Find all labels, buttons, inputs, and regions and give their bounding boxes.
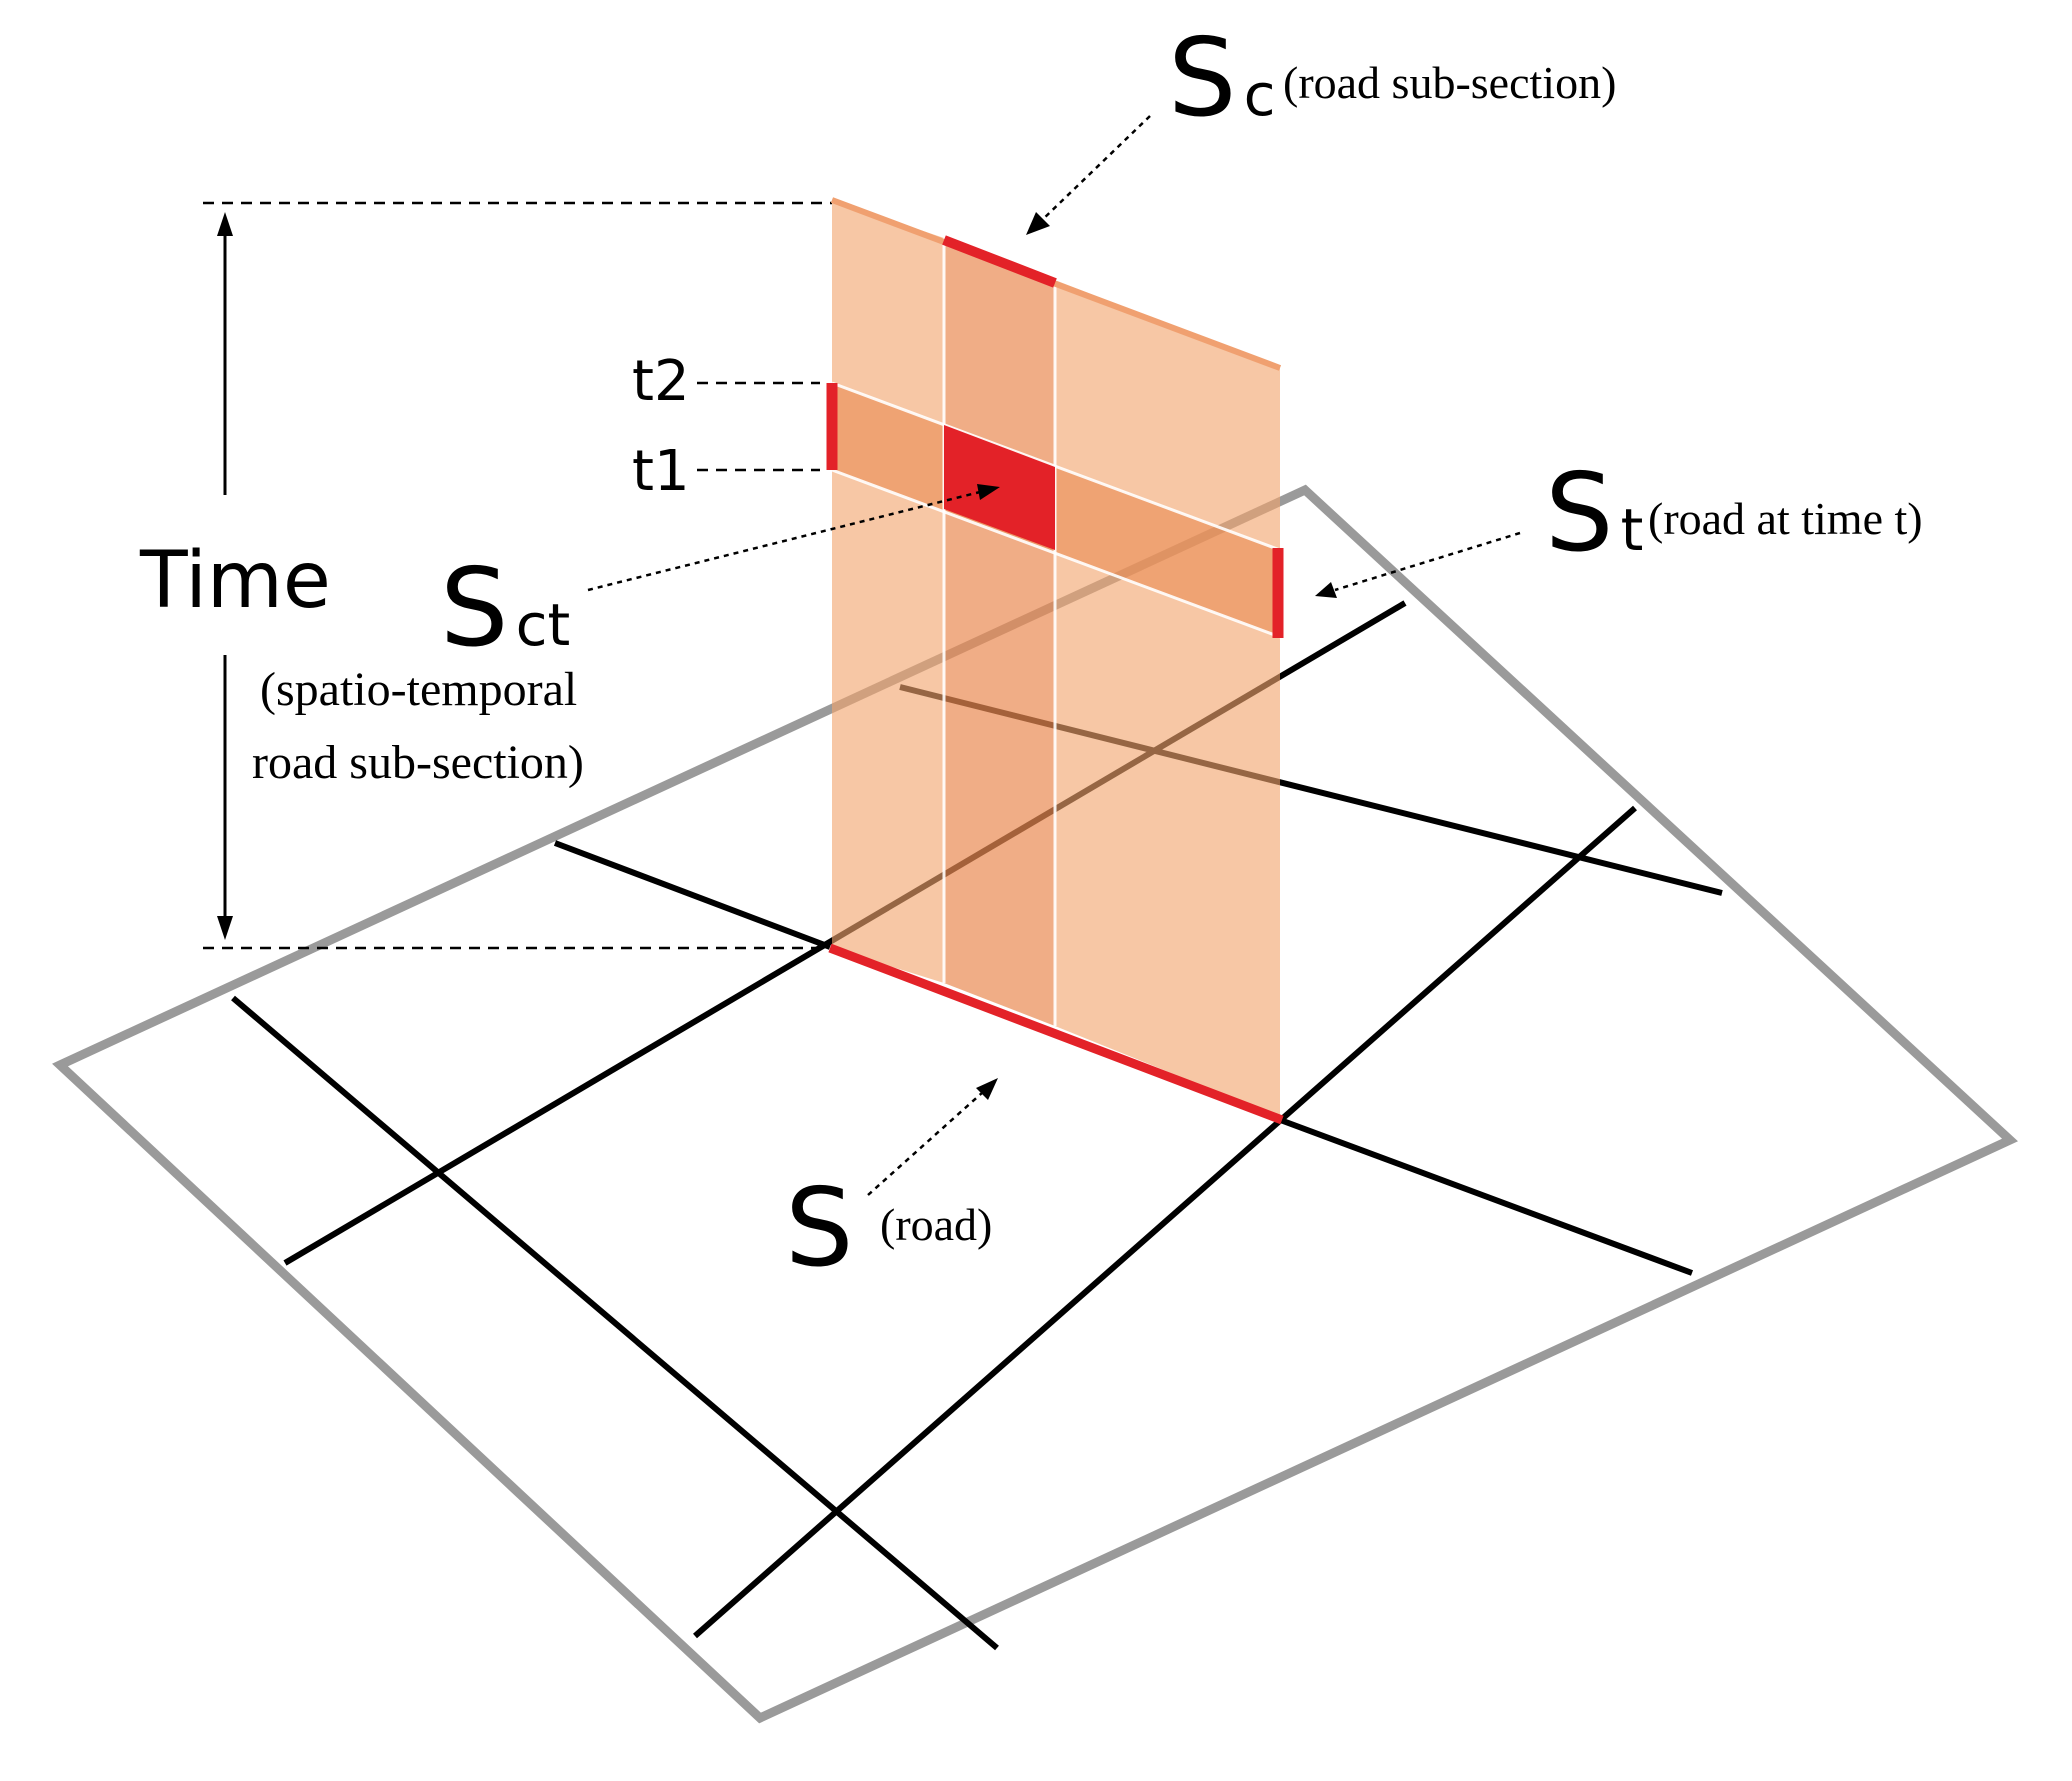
st-label: S t [1545,451,1643,576]
s-description: (road) [880,1199,992,1250]
sct-description-line2: road sub-section) [252,736,584,789]
band-edge-top [831,381,1281,552]
sc-description: (road sub-section) [1283,57,1616,108]
sct-cell [944,425,1055,550]
road-line [231,995,999,1651]
time-axis-arrow-up [217,212,233,236]
st-symbol: S [1545,451,1614,576]
sct-description-line1: (spatio-temporal [260,663,577,716]
road-line [553,840,832,950]
sc-symbol: S [1168,16,1237,141]
sc-leader [1039,115,1151,223]
st-description: (road at time t) [1648,493,1923,544]
time-axis [217,212,233,940]
leader-arrows [587,115,1521,1196]
time-label: Time [139,536,331,626]
leader-arrowheads [976,212,1337,1100]
road-segment-s [828,943,1284,1125]
s-symbol: S [785,1166,854,1291]
st-arrowhead [1315,582,1337,598]
s-arrowhead [976,1078,998,1100]
t2-label: t2 [632,349,690,414]
sct-leader [587,490,981,592]
panel-top-edge [830,197,1282,371]
panel-center-strip [944,238,1055,1026]
st-leader [1334,531,1521,592]
sct-symbol: S [440,546,509,671]
road-line [1273,1115,1694,1276]
sc-arrowhead [1026,212,1050,235]
road-line [693,805,1637,1639]
space-time-panel [826,197,1284,1117]
panel-left-strip [832,200,944,983]
panel-right-strip [1055,280,1280,1117]
sc-subscript: c [1244,61,1276,129]
sc-top-highlight [942,235,1057,288]
sct-subscript: ct [516,591,571,659]
st-subscript: t [1621,496,1644,564]
sct-label: S ct [440,546,570,671]
band-edge-bottom [831,468,1281,639]
t1-label: t1 [632,439,690,504]
time-guides [203,201,832,950]
sc-label: S c [1168,16,1276,141]
sct-arrowhead [977,484,1000,500]
time-axis-arrow-down [217,916,233,940]
